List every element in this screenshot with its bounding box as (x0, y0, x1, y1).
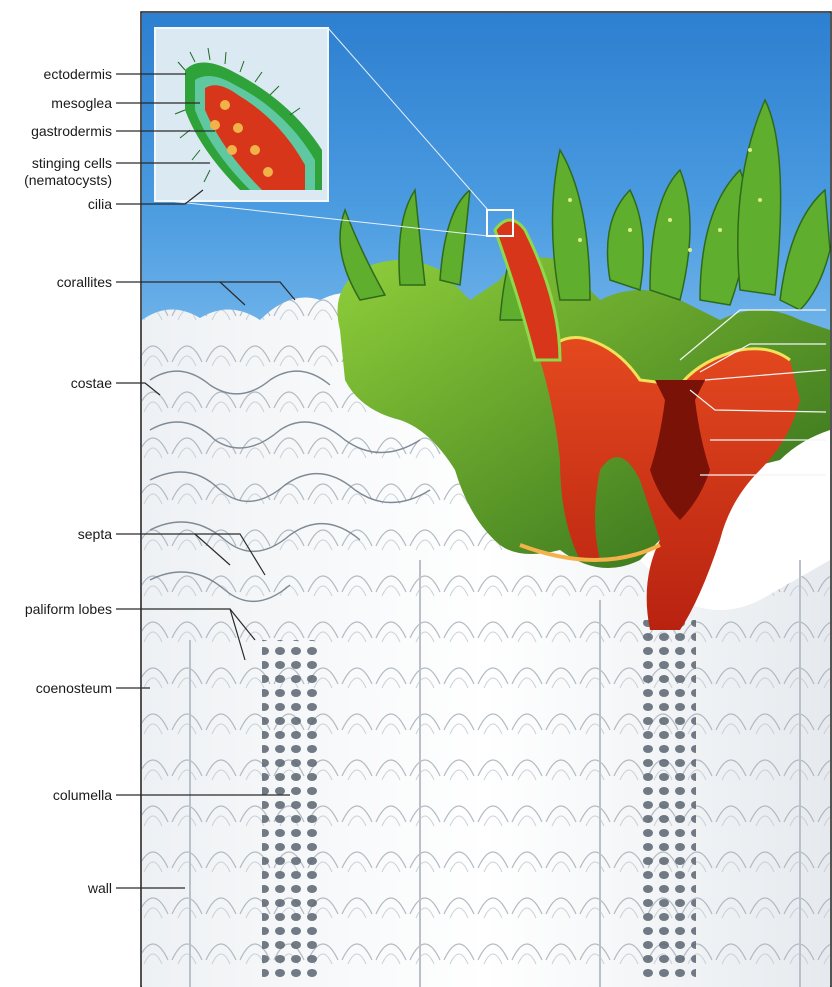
label-mesoglea: mesoglea (51, 95, 112, 111)
label-stinging-cells-main: stinging cells (24, 155, 112, 172)
label-septa: septa (78, 526, 112, 542)
label-costae: costae (71, 375, 112, 391)
label-gastrodermis: gastrodermis (31, 123, 112, 139)
label-corallites: corallites (57, 274, 112, 290)
label-wall: wall (88, 880, 112, 896)
label-stinging-cells: stinging cells (nematocysts) (24, 155, 112, 189)
label-paliform-lobes: paliform lobes (25, 601, 112, 617)
label-columella: columella (53, 787, 112, 803)
label-cilia: cilia (88, 196, 112, 212)
label-ectodermis: ectodermis (44, 66, 112, 82)
label-coenosteum: coenosteum (36, 680, 112, 696)
label-stinging-cells-sub: (nematocysts) (24, 172, 112, 189)
